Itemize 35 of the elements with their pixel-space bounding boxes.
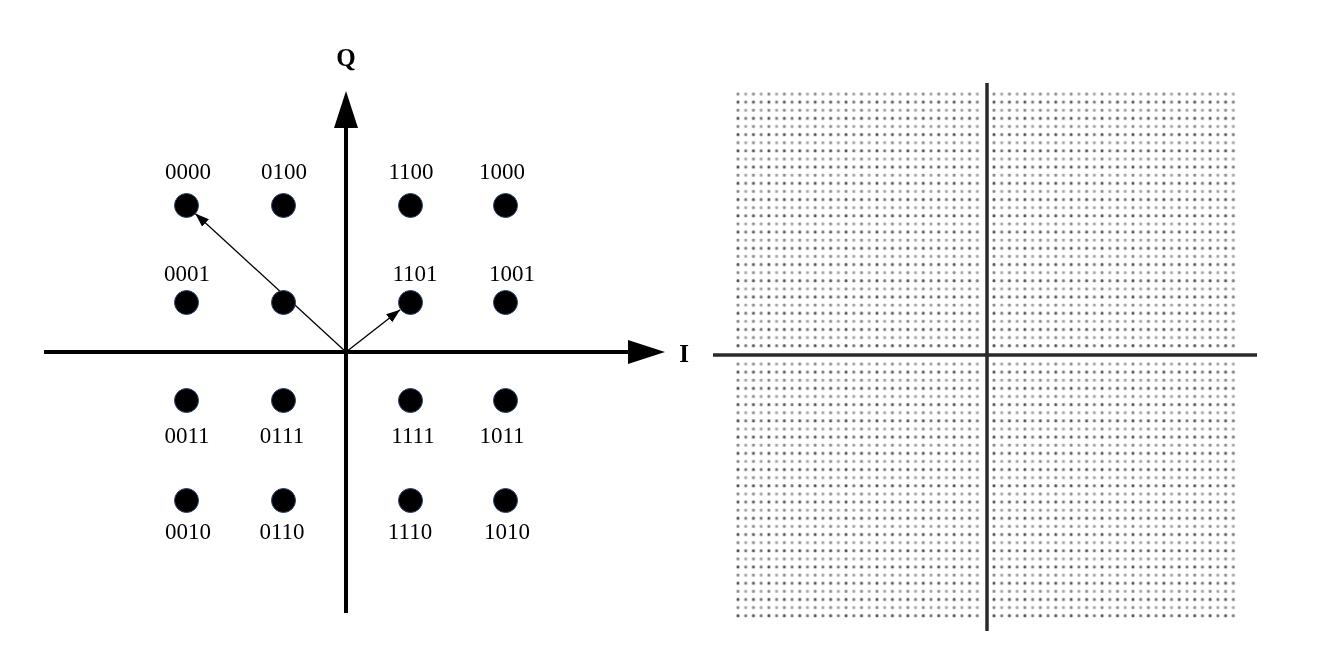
point-label: 1101 bbox=[391, 262, 439, 285]
constellation-point bbox=[270, 289, 296, 315]
point-label: 1010 bbox=[483, 520, 531, 543]
arrow bbox=[345, 309, 401, 353]
point-label: 1100 bbox=[387, 160, 435, 183]
constellation-point bbox=[270, 487, 296, 513]
arrow bbox=[194, 212, 347, 353]
point-label: 0111 bbox=[258, 424, 306, 447]
point-label: 1000 bbox=[478, 160, 526, 183]
point-label: 0011 bbox=[163, 424, 211, 447]
constellation-point bbox=[397, 192, 423, 218]
point-label: 1011 bbox=[478, 424, 526, 447]
point-label: 0100 bbox=[260, 160, 308, 183]
constellation-point bbox=[492, 487, 518, 513]
constellation-point bbox=[173, 192, 199, 218]
constellation-point bbox=[270, 192, 296, 218]
point-label: 0001 bbox=[163, 262, 211, 285]
constellation-point bbox=[173, 487, 199, 513]
constellation-point bbox=[492, 387, 518, 413]
constellation-point bbox=[492, 192, 518, 218]
constellation-point bbox=[492, 289, 518, 315]
point-label: 1111 bbox=[390, 424, 436, 447]
point-label: 0000 bbox=[164, 160, 212, 183]
point-label: 0110 bbox=[258, 520, 306, 543]
point-label: 1001 bbox=[488, 262, 536, 285]
point-label: 1110 bbox=[386, 520, 434, 543]
constellation-point bbox=[397, 387, 423, 413]
constellation-point bbox=[173, 289, 199, 315]
constellation-point bbox=[270, 387, 296, 413]
axis-label: Q bbox=[336, 45, 356, 70]
constellation-point bbox=[173, 387, 199, 413]
axis-label: I bbox=[679, 341, 689, 366]
point-label: 0010 bbox=[164, 520, 212, 543]
constellation-point bbox=[397, 289, 423, 315]
constellation-point bbox=[397, 487, 423, 513]
